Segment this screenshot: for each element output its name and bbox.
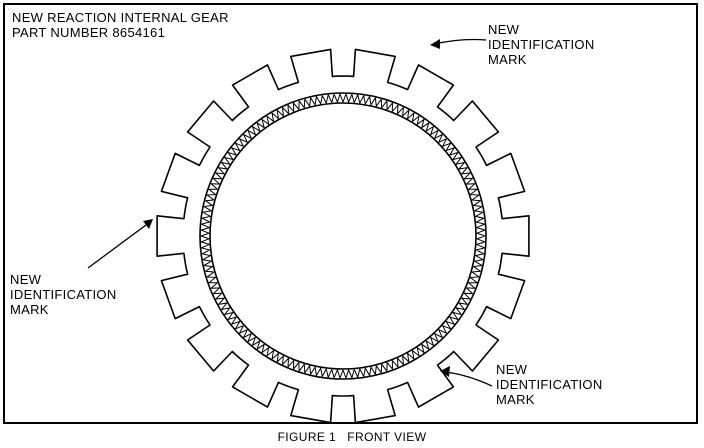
gear-outer-outline (156, 48, 530, 424)
callout-left-line2: IDENTIFICATION (10, 287, 117, 302)
callout-left-line3: MARK (10, 302, 49, 317)
callout-top-right: NEW IDENTIFICATION MARK (488, 22, 595, 67)
diagram-frame (3, 3, 698, 424)
callout-top-right-line2: IDENTIFICATION (488, 37, 595, 52)
figure-caption: FIGURE 1 FRONT VIEW (277, 430, 427, 444)
gear-internal-teeth-ring (199, 92, 487, 380)
internal-teeth-zigzag (199, 92, 487, 380)
part-title-line1: NEW REACTION INTERNAL GEAR (12, 10, 229, 25)
leader-arrow-left (87, 219, 153, 269)
callout-bottom-right-line3: MARK (496, 392, 535, 407)
callout-bottom-right-line1: NEW (496, 362, 528, 377)
callout-left-line1: NEW (10, 272, 42, 287)
teeth-ring-inner-edge (209, 102, 477, 370)
callout-left: NEW IDENTIFICATION MARK (10, 272, 117, 317)
callout-top-right-line1: NEW (488, 22, 520, 37)
part-title: NEW REACTION INTERNAL GEAR PART NUMBER 8… (12, 10, 229, 40)
leader-arrow-top-right (430, 38, 487, 49)
callout-top-right-line3: MARK (488, 52, 527, 67)
teeth-ring-outer-edge (199, 92, 487, 380)
gear-tab-outline (156, 48, 530, 424)
leader-arrow-bottom-right (440, 366, 493, 387)
callout-bottom-right-line2: IDENTIFICATION (496, 377, 603, 392)
part-number-line: PART NUMBER 8654161 (12, 25, 166, 40)
callout-bottom-right: NEW IDENTIFICATION MARK (496, 362, 603, 407)
